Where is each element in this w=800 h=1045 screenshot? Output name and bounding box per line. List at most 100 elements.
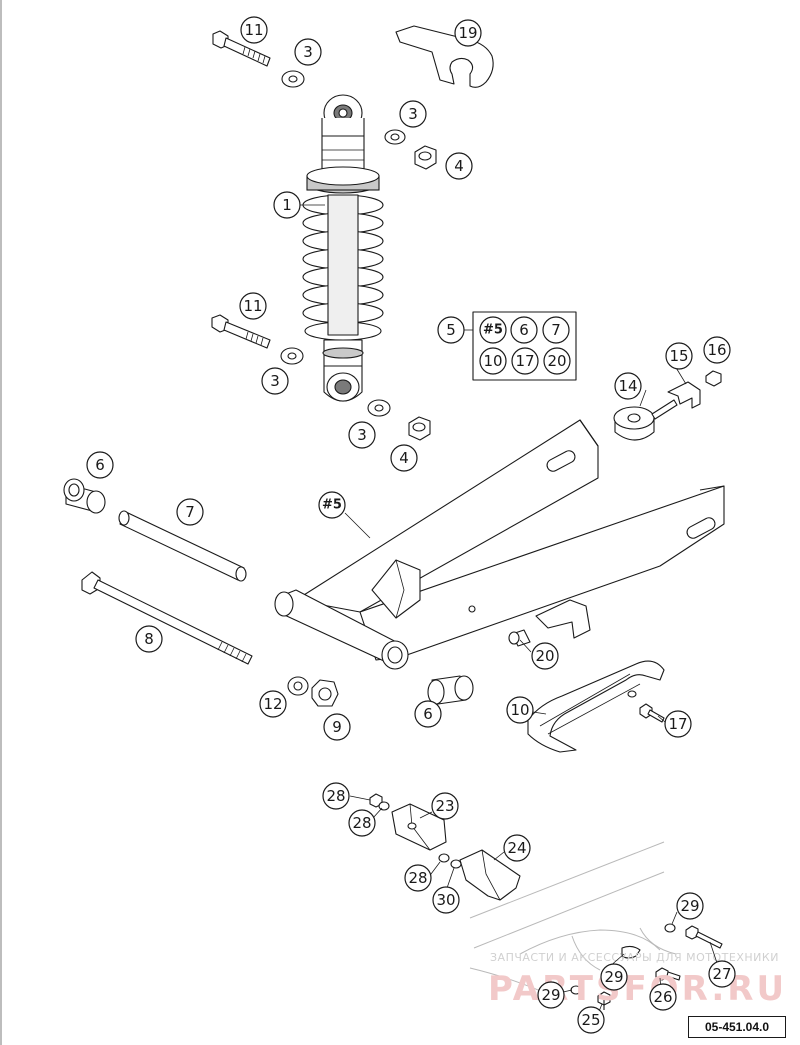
svg-text:30: 30 xyxy=(436,891,455,909)
chain-slider-10[interactable] xyxy=(527,660,665,753)
swingarm[interactable] xyxy=(274,419,725,670)
callout-14[interactable]: 14 xyxy=(614,372,642,400)
svg-text:3: 3 xyxy=(303,43,313,61)
svg-text:8: 8 xyxy=(144,630,154,648)
swingarm-axle-8[interactable] xyxy=(81,571,253,665)
svg-text:7: 7 xyxy=(551,321,561,339)
group-callout-10[interactable]: 10 xyxy=(479,347,507,375)
svg-text:10: 10 xyxy=(483,352,502,370)
small-parts-28-30[interactable] xyxy=(369,793,462,869)
rubber-buffer-14[interactable] xyxy=(613,399,678,441)
nut-9[interactable] xyxy=(311,679,339,707)
group-callout-17[interactable]: 17 xyxy=(511,347,539,375)
nut-16[interactable] xyxy=(705,370,722,387)
callout-10[interactable]: 10 xyxy=(506,696,534,724)
callout-3[interactable]: 3 xyxy=(261,367,289,395)
svg-text:#5: #5 xyxy=(483,323,503,338)
svg-text:3: 3 xyxy=(270,372,280,390)
callout-29[interactable]: 29 xyxy=(537,981,565,1009)
callout-1[interactable]: 1 xyxy=(273,191,301,219)
callout-8[interactable]: 8 xyxy=(135,625,163,653)
callout-17[interactable]: 17 xyxy=(664,710,692,738)
svg-text:17: 17 xyxy=(515,352,534,370)
svg-text:6: 6 xyxy=(423,705,433,723)
callout-9[interactable]: 9 xyxy=(323,713,351,741)
svg-text:29: 29 xyxy=(680,897,699,915)
svg-text:20: 20 xyxy=(535,647,554,665)
bolt-11-lower[interactable] xyxy=(211,314,271,349)
diagram-reference-code: 05-451.04.0 xyxy=(688,1016,786,1038)
callout-26[interactable]: 26 xyxy=(649,983,677,1011)
callout-6[interactable]: 6 xyxy=(86,451,114,479)
callout-11[interactable]: 11 xyxy=(239,292,267,320)
svg-text:17: 17 xyxy=(668,715,687,733)
svg-text:15: 15 xyxy=(669,347,688,365)
svg-text:6: 6 xyxy=(519,321,529,339)
guide-block-23[interactable] xyxy=(391,803,447,851)
group-callout-6[interactable]: 6 xyxy=(510,316,538,344)
bushing-6-right[interactable] xyxy=(427,675,474,705)
callout-16[interactable]: 16 xyxy=(703,336,731,364)
bushing-6-left[interactable] xyxy=(63,478,106,514)
bracket-15[interactable] xyxy=(667,381,701,409)
bolt-11-top[interactable] xyxy=(212,30,271,67)
callout-4[interactable]: 4 xyxy=(390,444,418,472)
callout-24[interactable]: 24 xyxy=(503,834,531,862)
svg-text:14: 14 xyxy=(618,377,637,395)
bolts-25-29[interactable] xyxy=(570,923,723,1010)
screw-17[interactable] xyxy=(639,703,665,723)
page-edge-line xyxy=(0,0,2,1045)
callout-11[interactable]: 11 xyxy=(240,16,268,44)
svg-text:16: 16 xyxy=(707,341,726,359)
callout-23[interactable]: 23 xyxy=(431,792,459,820)
svg-text:26: 26 xyxy=(653,988,672,1006)
callout-15[interactable]: 15 xyxy=(665,342,693,370)
svg-text:4: 4 xyxy=(399,449,409,467)
washer-12[interactable] xyxy=(287,676,309,696)
callout-29[interactable]: 29 xyxy=(676,892,704,920)
nut-4-lower[interactable] xyxy=(408,416,431,441)
svg-text:25: 25 xyxy=(581,1011,600,1029)
svg-text:24: 24 xyxy=(507,839,526,857)
nut-4-top[interactable] xyxy=(414,145,437,170)
callout-h5[interactable]: #5 xyxy=(318,491,346,519)
guide-bracket-24[interactable] xyxy=(459,849,521,901)
svg-text:3: 3 xyxy=(357,426,367,444)
callout-20[interactable]: 20 xyxy=(531,642,559,670)
callout-4[interactable]: 4 xyxy=(445,152,473,180)
svg-text:28: 28 xyxy=(352,814,371,832)
callout-5[interactable]: 5 xyxy=(437,316,465,344)
washer-3-left-lower[interactable] xyxy=(280,347,304,365)
callout-7[interactable]: 7 xyxy=(176,498,204,526)
callout-28[interactable]: 28 xyxy=(348,809,376,837)
washer-3-right[interactable] xyxy=(384,129,406,145)
svg-text:5: 5 xyxy=(446,321,456,339)
svg-text:28: 28 xyxy=(326,787,345,805)
callout-27[interactable]: 27 xyxy=(708,960,736,988)
callout-30[interactable]: 30 xyxy=(432,886,460,914)
group-callout-h5[interactable]: #5 xyxy=(479,316,507,344)
callout-28[interactable]: 28 xyxy=(404,864,432,892)
sleeve-7[interactable] xyxy=(118,510,247,582)
svg-text:11: 11 xyxy=(244,21,263,39)
svg-text:12: 12 xyxy=(263,695,282,713)
svg-text:6: 6 xyxy=(95,456,105,474)
washer-3-right-lower[interactable] xyxy=(367,399,391,417)
callout-28[interactable]: 28 xyxy=(322,782,350,810)
callout-3[interactable]: 3 xyxy=(294,38,322,66)
callout-25[interactable]: 25 xyxy=(577,1006,605,1034)
callout-3[interactable]: 3 xyxy=(399,100,427,128)
svg-text:9: 9 xyxy=(332,718,342,736)
callout-6[interactable]: 6 xyxy=(414,700,442,728)
spacer-20[interactable] xyxy=(508,629,531,647)
callout-12[interactable]: 12 xyxy=(259,690,287,718)
callout-29[interactable]: 29 xyxy=(600,963,628,991)
group-callout-20[interactable]: 20 xyxy=(543,347,571,375)
washer-3-top[interactable] xyxy=(281,70,305,88)
shock-absorber[interactable] xyxy=(302,94,384,402)
callout-19[interactable]: 19 xyxy=(454,19,482,47)
callout-3[interactable]: 3 xyxy=(348,421,376,449)
svg-text:29: 29 xyxy=(541,986,560,1004)
group-callout-7[interactable]: 7 xyxy=(542,316,570,344)
svg-text:19: 19 xyxy=(458,24,477,42)
